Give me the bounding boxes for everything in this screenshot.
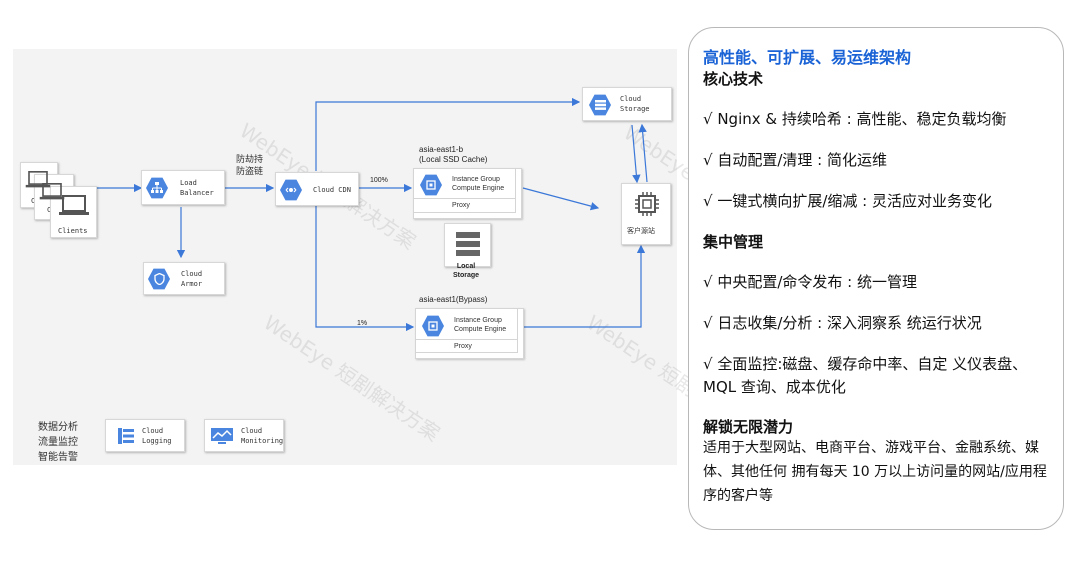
server-icon	[456, 232, 480, 256]
divider	[414, 198, 516, 199]
storage-icon	[589, 94, 611, 116]
client-label: C	[31, 196, 35, 206]
feature-item: √ Nginx & 持续哈希 : 高性能、稳定负载均衡	[703, 110, 1007, 128]
local-storage-node	[444, 223, 491, 267]
instance-group-label: Instance Group Compute Engine	[454, 317, 507, 333]
cloud-logging-node: Cloud Logging	[105, 419, 185, 452]
shield-icon	[148, 268, 170, 290]
feature-card: 高性能、可扩展、易运维架构 核心技术 √ Nginx & 持续哈希 : 高性能、…	[688, 27, 1064, 530]
cloud-storage-label: Cloud Storage	[620, 95, 650, 113]
section-heading-core-tech: 核心技术	[703, 70, 764, 88]
card-title: 高性能、可扩展、易运维架构	[703, 48, 912, 67]
ops-labels: 数据分析 流量监控 智能告警	[38, 422, 78, 463]
cloud-logging-label: Cloud Logging	[142, 427, 172, 445]
percent-1-label: 1%	[357, 320, 368, 327]
chip-icon	[635, 192, 659, 216]
use-case-paragraph: 适用于大型网站、电商平台、游戏平台、金融系统、媒体、其他任何 拥有每天 10 万…	[703, 440, 1047, 504]
cloud-cdn-node: Cloud CDN	[275, 172, 359, 206]
section-heading-potential: 解锁无限潜力	[703, 418, 794, 436]
instance-group-label: Instance Group Compute Engine	[452, 176, 505, 192]
instance-group-a: Instance Group Compute Engine Proxy	[413, 168, 522, 219]
instance-group-b: Instance Group Compute Engine Proxy	[415, 308, 524, 359]
feature-item: √ 中央配置/命令发布 : 统一管理	[703, 273, 917, 291]
laptop-icon	[59, 195, 89, 215]
compute-engine-icon	[420, 174, 442, 196]
origin-label: 客户源站	[627, 227, 655, 235]
group-b-caption: asia-east1(Bypass)	[419, 295, 488, 304]
feature-item: √ 一键式横向扩展/缩减 : 灵活应对业务变化	[703, 192, 992, 210]
feature-item: √ 全面监控:磁盘、缓存命中率、自定 义仪表盘、	[703, 355, 1028, 373]
percent-100-label: 100%	[370, 177, 388, 184]
feature-item-continued: MQL 查询、成本优化	[703, 378, 846, 396]
protect-label: 防劫持 防盗链	[236, 155, 264, 177]
feature-item: √ 日志收集/分析 : 深入洞察系 统运行状况	[703, 314, 982, 332]
group-a-caption: asia-east1-b (Local SSD Cache)	[419, 145, 488, 164]
cloud-armor-label: Cloud Armor	[181, 270, 203, 288]
proxy-label: Proxy	[452, 202, 470, 209]
feature-item: √ 自动配置/清理 : 简化运维	[703, 151, 887, 169]
local-storage-label: Local Storage	[453, 263, 480, 279]
connector-lines	[97, 97, 648, 332]
cloud-cdn-label: Cloud CDN	[313, 186, 351, 194]
clients-node: Clients	[50, 186, 97, 238]
architecture-diagram: WebEye 短剧解决方案 WebEye 短剧解决方案 WebEye 短剧解决方…	[13, 49, 804, 465]
cloud-storage-node: Cloud Storage	[582, 87, 672, 121]
client-label: C	[47, 205, 51, 215]
monitoring-icon	[211, 428, 233, 444]
cloud-monitoring-label: Cloud Monitoring	[241, 427, 284, 445]
load-balancer-label: Load Balancer	[180, 179, 214, 197]
proxy-label: Proxy	[454, 343, 472, 350]
load-balancer-icon	[146, 177, 168, 199]
clients-label: Clients	[58, 227, 88, 235]
origin-node: 客户源站	[621, 183, 671, 245]
cdn-icon	[280, 179, 302, 201]
logging-icon	[118, 428, 134, 444]
divider	[416, 339, 518, 340]
laptop-icon	[39, 183, 65, 200]
compute-engine-icon	[422, 315, 444, 337]
load-balancer-node: Load Balancer	[141, 170, 225, 205]
cloud-armor-node: Cloud Armor	[143, 262, 225, 295]
laptop-icon	[25, 171, 51, 188]
cloud-monitoring-node: Cloud Monitoring	[204, 419, 284, 452]
section-heading-central-mgmt: 集中管理	[703, 233, 764, 251]
